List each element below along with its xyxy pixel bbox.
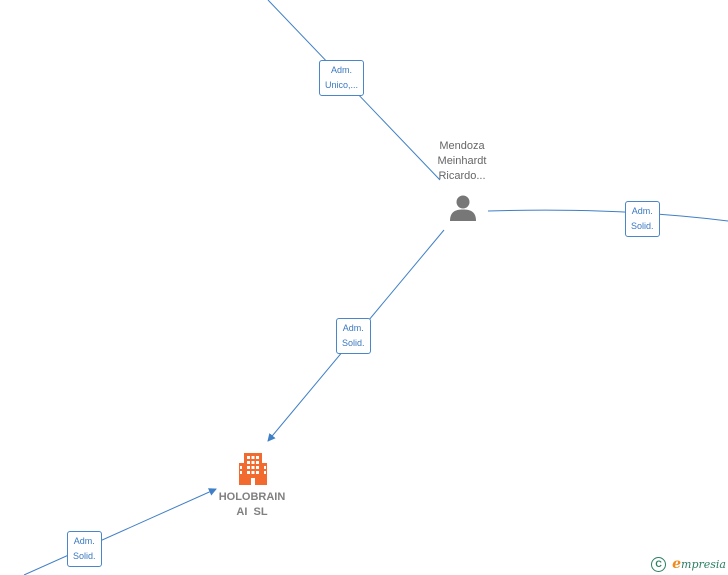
brand-initial: e — [672, 556, 682, 572]
edge-label-line: Adm. — [331, 65, 353, 75]
company-name[interactable]: HOLOBRAIN AI SL — [200, 490, 304, 520]
edge-label-adm-unico[interactable]: Adm. Unico,... — [319, 60, 365, 96]
edge-label-line: Solid. — [73, 551, 96, 561]
edge-label-adm-solid-middle[interactable]: Adm. Solid. — [336, 318, 371, 354]
person-name-line: Ricardo... — [438, 170, 486, 182]
person-icon[interactable] — [449, 194, 477, 222]
company-name-line: AI SL — [236, 506, 268, 518]
brand-name: mpresia — [681, 557, 726, 571]
edge-label-adm-solid-right[interactable]: Adm. Solid. — [625, 201, 660, 237]
edge-label-line: Adm. — [73, 536, 95, 546]
edge-label-line: Solid. — [631, 221, 654, 231]
edge-label-line: Solid. — [342, 338, 365, 348]
person-name-line: Mendoza — [439, 140, 485, 152]
person-name[interactable]: Mendoza Meinhardt Ricardo... — [412, 139, 512, 184]
edge-label-line: Adm. — [342, 323, 364, 333]
edge-label-adm-solid-bottom[interactable]: Adm. Solid. — [67, 531, 102, 567]
person-name-line: Meinhardt — [437, 155, 487, 167]
edge-label-line: Unico,... — [325, 80, 359, 90]
edge-label-line: Adm. — [631, 206, 653, 216]
building-icon[interactable] — [237, 451, 269, 485]
company-name-line: HOLOBRAIN — [218, 491, 286, 503]
edge-line-right — [487, 209, 728, 222]
edge-line-bottom-left — [23, 488, 217, 575]
copyright-icon: C — [651, 556, 667, 572]
